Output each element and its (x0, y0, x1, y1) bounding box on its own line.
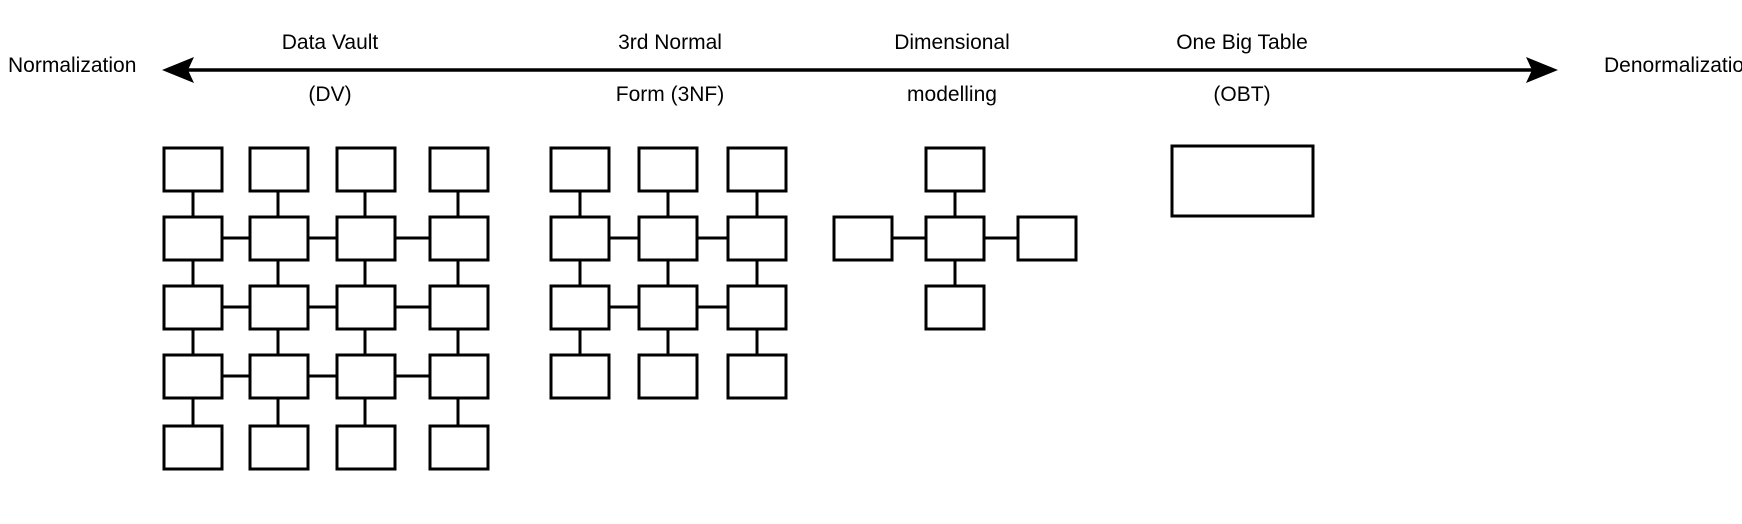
table-box[interactable] (428, 424, 490, 471)
table-box[interactable] (335, 146, 397, 193)
fact-box-center[interactable] (924, 215, 986, 262)
stage-label-line2: (DV) (308, 83, 352, 106)
table-box[interactable] (335, 215, 397, 262)
one-big-table-box[interactable] (1170, 144, 1315, 218)
table-box[interactable] (428, 284, 490, 331)
table-box[interactable] (162, 424, 224, 471)
table-box[interactable] (726, 215, 788, 262)
stage-label-line1: Dimensional (894, 31, 1010, 54)
stage-label-data-vault: Data Vault (DV) (230, 4, 430, 134)
table-box[interactable] (162, 146, 224, 193)
diagram-dimensional-modelling (832, 146, 1078, 331)
table-box[interactable] (335, 424, 397, 471)
dimension-box-bottom[interactable] (924, 284, 986, 331)
table-box[interactable] (428, 215, 490, 262)
table-box[interactable] (335, 353, 397, 400)
table-box[interactable] (549, 284, 611, 331)
dimension-box-top[interactable] (924, 146, 986, 193)
table-box[interactable] (248, 424, 310, 471)
stage-label-line1: Data Vault (281, 31, 379, 54)
table-box[interactable] (549, 353, 611, 400)
table-box[interactable] (637, 215, 699, 262)
table-box[interactable] (726, 284, 788, 331)
table-box[interactable] (637, 353, 699, 400)
table-box[interactable] (428, 353, 490, 400)
table-box[interactable] (162, 284, 224, 331)
table-box[interactable] (248, 215, 310, 262)
table-box[interactable] (248, 353, 310, 400)
table-box[interactable] (162, 215, 224, 262)
dimension-box-left[interactable] (832, 215, 894, 262)
table-box[interactable] (726, 146, 788, 193)
diagram-data-vault (162, 146, 490, 471)
diagram-third-normal-form (549, 146, 788, 400)
table-box[interactable] (637, 146, 699, 193)
table-box[interactable] (637, 284, 699, 331)
table-box[interactable] (726, 353, 788, 400)
stage-label-line1: 3rd Normal (618, 31, 722, 54)
axis-label-normalization: Normalization (8, 54, 137, 77)
stage-label-line2: Form (3NF) (615, 83, 725, 106)
table-box[interactable] (549, 146, 611, 193)
stage-label-line1: One Big Table (1176, 31, 1308, 54)
stage-label-third-normal-form: 3rd Normal Form (3NF) (570, 4, 770, 134)
stage-label-dimensional-modelling: Dimensional modelling (852, 4, 1052, 134)
axis-label-denormalization: Denormalization (1604, 54, 1742, 77)
table-box[interactable] (549, 215, 611, 262)
table-box[interactable] (335, 284, 397, 331)
stage-label-one-big-table: One Big Table (OBT) (1142, 4, 1342, 134)
diagram-one-big-table (1170, 144, 1315, 218)
table-box[interactable] (248, 146, 310, 193)
stage-label-line2: modelling (907, 83, 997, 106)
dimension-box-right[interactable] (1016, 215, 1078, 262)
table-box[interactable] (248, 284, 310, 331)
table-box[interactable] (428, 146, 490, 193)
stage-label-line2: (OBT) (1213, 83, 1271, 106)
table-box[interactable] (162, 353, 224, 400)
